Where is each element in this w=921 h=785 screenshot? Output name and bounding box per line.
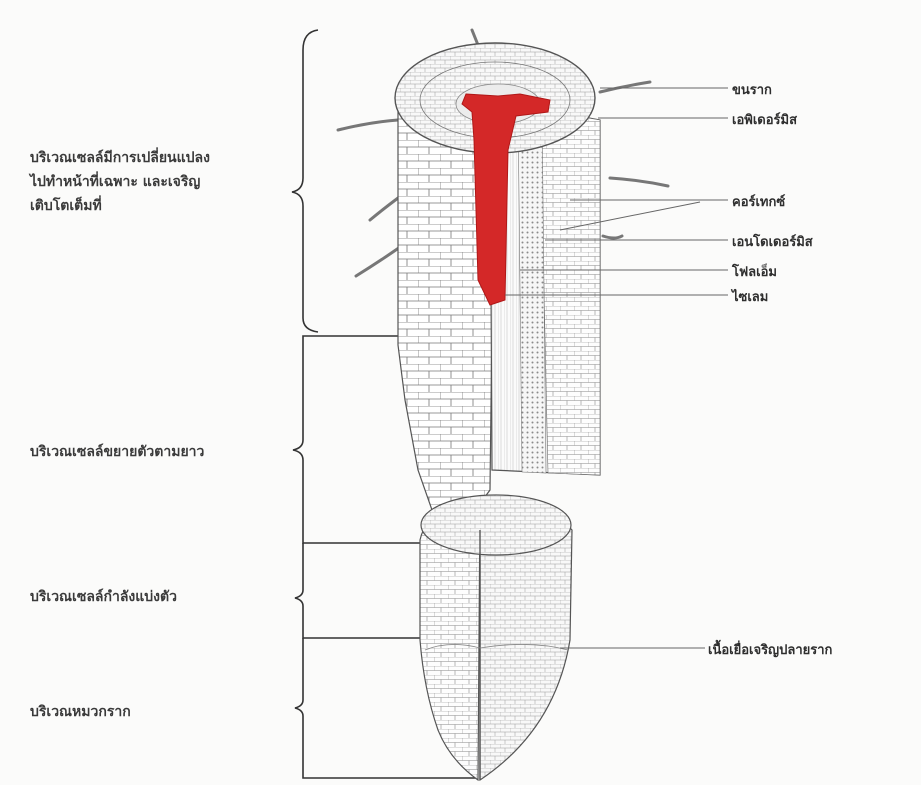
label-apical-meristem: เนื้อเยื่อเจริญปลายราก [708, 639, 832, 660]
label-root-hair: ขนราก [732, 79, 772, 100]
zone-label-root-cap: บริเวณหมวกราก [30, 700, 131, 724]
label-endodermis: เอนโดเดอร์มิส [732, 231, 813, 252]
zone-label-division: บริเวณเซลล์กำลังแบ่งตัว [30, 585, 177, 609]
root-upper-endodermis-band [518, 108, 546, 473]
zone-label-maturation-line-2: ไปทำหน้าที่เฉพาะ และเจริญ [30, 170, 210, 194]
zone-label-elongation: บริเวณเซลล์ขยายตัวตามยาว [30, 440, 204, 464]
label-xylem: ไซเลม [732, 286, 768, 307]
zone-bracket-maturation [292, 30, 318, 332]
zone-label-division-line-1: บริเวณเซลล์กำลังแบ่งตัว [30, 585, 177, 609]
zone-label-root-cap-line-1: บริเวณหมวกราก [30, 700, 131, 724]
zone-label-maturation-line-1: บริเวณเซลล์มีการเปลี่ยนแปลง [30, 146, 210, 170]
label-cortex: คอร์เทกซ์ [732, 191, 785, 212]
root-tip-cross-section [421, 495, 571, 555]
zone-label-maturation-line-3: เติบโตเต็มที่ [30, 194, 210, 218]
label-phloem: โฟลเอ็ม [732, 261, 777, 282]
zone-label-maturation: บริเวณเซลล์มีการเปลี่ยนแปลง ไปทำหน้าที่เ… [30, 146, 210, 218]
zone-bracket-division [295, 543, 430, 638]
root-upper-cortex-face [540, 110, 600, 475]
zone-label-elongation-line-1: บริเวณเซลล์ขยายตัวตามยาว [30, 440, 204, 464]
label-epidermis: เอพิเดอร์มิส [732, 109, 797, 130]
